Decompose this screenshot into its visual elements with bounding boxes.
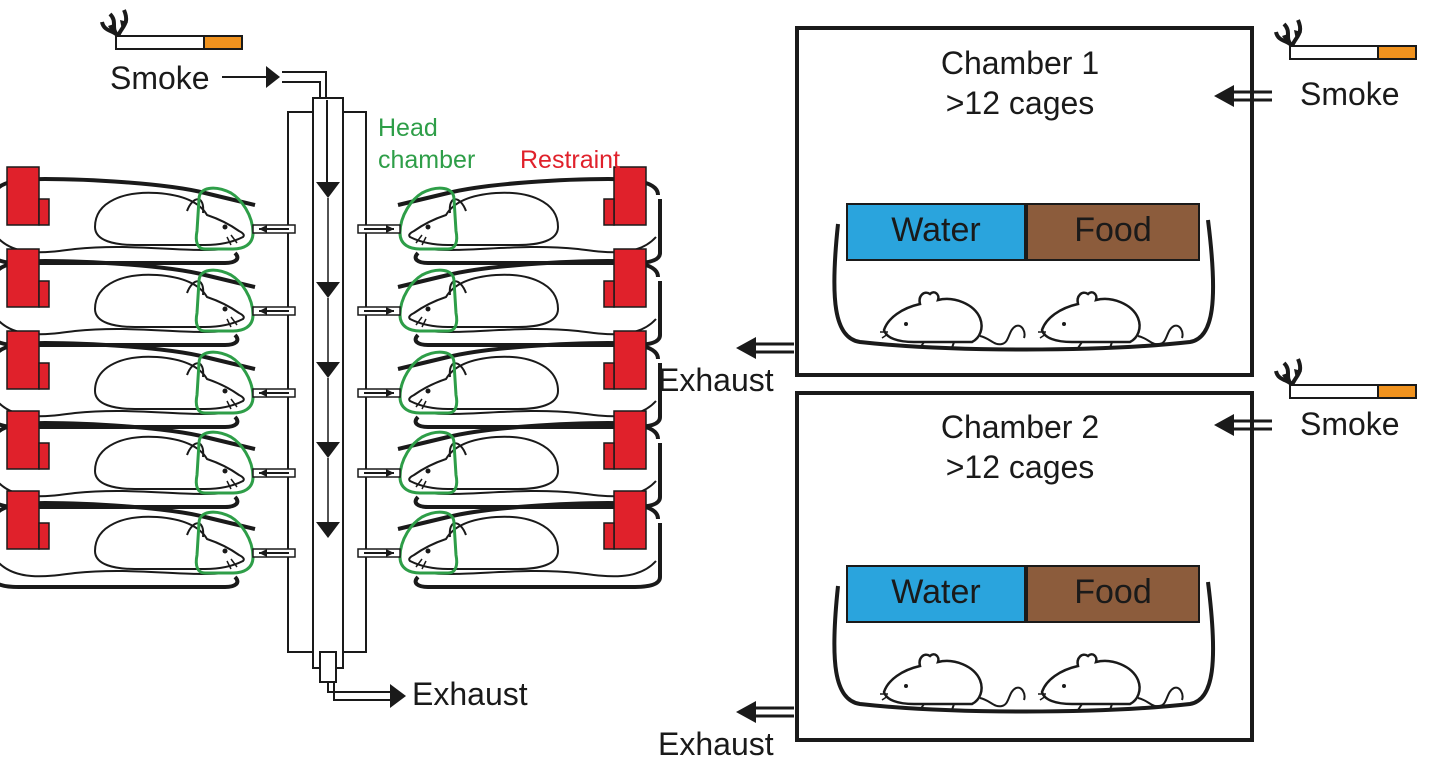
head-chamber-label-line1: Head <box>378 114 438 142</box>
chamber-2-exhaust-label: Exhaust <box>658 726 774 762</box>
exhaust-outlet-arrow <box>734 699 796 725</box>
exhaust-outlet-arrow <box>734 335 796 361</box>
food-tray <box>1026 565 1200 623</box>
chamber-1-smoke-label: Smoke <box>1300 76 1400 112</box>
arrow-icon <box>390 684 406 708</box>
chamber-2-box <box>795 391 1254 742</box>
restraint-units-right <box>358 167 660 587</box>
cigarette-icon <box>100 8 244 51</box>
chamber-2-title: Chamber 2 <box>940 409 1100 445</box>
food-tray <box>1026 203 1200 261</box>
water-label: Water <box>891 573 981 611</box>
water-label: Water <box>891 211 981 249</box>
mouse-icon <box>878 653 1026 712</box>
chamber-1-subtitle: >12 cages <box>945 85 1095 121</box>
flow-arrows <box>316 100 340 538</box>
water-tray <box>846 565 1026 623</box>
head-chamber-label-line2: chamber <box>378 146 476 174</box>
smoke-label: Smoke <box>110 60 210 96</box>
chamber-1-exhaust-label: Exhaust <box>658 362 774 398</box>
mouse-icon <box>878 291 1026 350</box>
chamber-1-title: Chamber 1 <box>940 45 1100 81</box>
whole-body-exposure-panel <box>734 18 1418 742</box>
arrow-icon <box>266 66 280 88</box>
mouse-icon <box>1036 653 1184 712</box>
smoke-inlet-arrow <box>1212 83 1274 109</box>
cage <box>832 581 1216 714</box>
chamber-1-box <box>795 26 1254 377</box>
water-tray <box>846 203 1026 261</box>
cage <box>832 219 1216 352</box>
chamber-2-smoke-label: Smoke <box>1300 406 1400 442</box>
food-label: Food <box>1074 211 1152 249</box>
food-label: Food <box>1074 573 1152 611</box>
restraint-label: Restraint <box>520 146 621 174</box>
manifold-column <box>287 97 367 683</box>
cigarette-icon <box>1274 18 1418 61</box>
restraint-units-left <box>0 167 295 587</box>
mouse-icon <box>1036 291 1184 350</box>
cigarette-icon <box>1274 357 1418 400</box>
chamber-2-subtitle: >12 cages <box>945 449 1095 485</box>
nose-only-exposure-panel <box>0 8 660 708</box>
exhaust-label: Exhaust <box>412 676 528 712</box>
smoke-inlet-arrow <box>1212 412 1274 438</box>
